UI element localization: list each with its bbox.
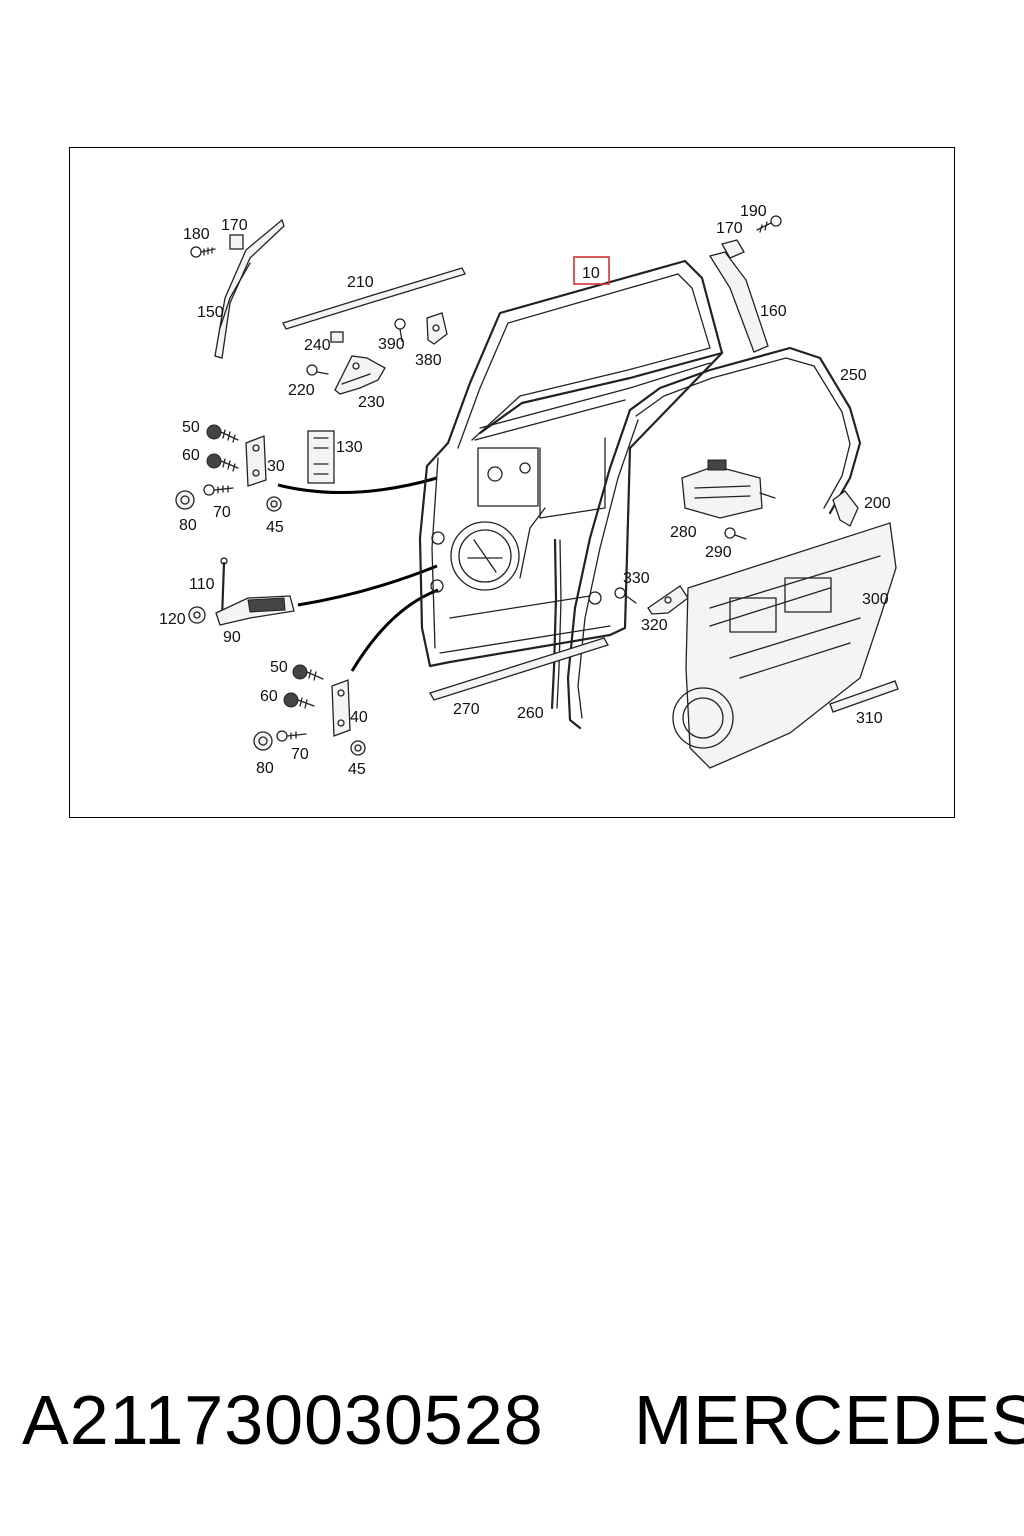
screw-290 bbox=[724, 527, 747, 540]
arrow-lower-hinge bbox=[350, 588, 439, 672]
callout-320: 320 bbox=[641, 617, 668, 634]
door-exploded-view-diagram: 10 30 40 45 45 50 50 60 60 70 70 80 80 9… bbox=[159, 203, 899, 778]
trim-strip-150 bbox=[214, 218, 285, 359]
callout-240: 240 bbox=[304, 337, 331, 354]
nut-45-lower bbox=[350, 740, 366, 756]
weatherstrip-260 bbox=[550, 538, 562, 710]
callout-310: 310 bbox=[856, 710, 883, 727]
callout-250: 250 bbox=[840, 367, 867, 384]
moulding-210 bbox=[282, 267, 466, 330]
callout-330: 330 bbox=[623, 570, 650, 587]
pin-110 bbox=[220, 557, 228, 620]
callout-280: 280 bbox=[670, 524, 697, 541]
bracket-320 bbox=[647, 585, 689, 615]
screw-190 bbox=[756, 215, 782, 233]
bracket-380 bbox=[426, 312, 448, 345]
bolt-60-upper bbox=[206, 453, 239, 472]
callout-180: 180 bbox=[183, 226, 210, 243]
callout-70-lower: 70 bbox=[291, 746, 309, 763]
screw-180 bbox=[190, 246, 216, 258]
clip-170-right bbox=[721, 239, 745, 259]
callout-10: 10 bbox=[582, 265, 600, 282]
nut-45-upper bbox=[266, 496, 282, 512]
nut-80-upper bbox=[175, 490, 195, 510]
callout-110: 110 bbox=[189, 576, 215, 593]
callout-210: 210 bbox=[347, 274, 374, 291]
screw-330 bbox=[614, 587, 637, 604]
callout-50-lower: 50 bbox=[270, 659, 288, 676]
sill-moulding-270 bbox=[429, 637, 609, 701]
callout-390: 390 bbox=[378, 336, 405, 353]
callout-120: 120 bbox=[159, 611, 186, 628]
callout-45-lower: 45 bbox=[348, 761, 366, 778]
seal-130 bbox=[307, 430, 335, 484]
callout-380: 380 bbox=[415, 352, 442, 369]
clip-170-left bbox=[229, 234, 244, 250]
parts-diagram-frame: 10 30 40 45 45 50 50 60 60 70 70 80 80 9… bbox=[69, 147, 955, 818]
callout-60-upper: 60 bbox=[182, 447, 200, 464]
nut-80-lower bbox=[253, 731, 273, 751]
door-trim-panel-300 bbox=[672, 522, 897, 769]
lock-module-280 bbox=[681, 459, 776, 519]
screw-390 bbox=[394, 318, 406, 342]
callout-130: 130 bbox=[336, 439, 363, 456]
arrow-upper-hinge bbox=[277, 476, 438, 494]
bracket-230 bbox=[334, 355, 386, 395]
clip-240 bbox=[330, 331, 344, 343]
callout-50-upper: 50 bbox=[182, 419, 200, 436]
callout-170-left: 170 bbox=[221, 217, 248, 234]
callout-80-upper: 80 bbox=[179, 517, 197, 534]
highlight-box-10 bbox=[573, 256, 610, 285]
speaker-cover-200 bbox=[832, 490, 859, 527]
callout-220: 220 bbox=[288, 382, 315, 399]
callout-270: 270 bbox=[453, 701, 480, 718]
bolt-60-lower bbox=[283, 692, 315, 709]
callout-150: 150 bbox=[197, 304, 224, 321]
callout-190: 190 bbox=[740, 203, 767, 220]
bolt-50-lower bbox=[292, 664, 324, 681]
hinge-30 bbox=[245, 435, 267, 487]
callout-230: 230 bbox=[358, 394, 385, 411]
brand-name: MERCEDES bbox=[634, 1381, 1024, 1459]
callout-30: 30 bbox=[267, 458, 285, 475]
callout-60-lower: 60 bbox=[260, 688, 278, 705]
callout-300: 300 bbox=[862, 591, 889, 608]
callout-200: 200 bbox=[864, 495, 891, 512]
screw-70-lower bbox=[276, 730, 307, 742]
washer-120 bbox=[188, 606, 206, 624]
bolt-50-upper bbox=[206, 424, 239, 443]
part-number: A211730030528 bbox=[22, 1381, 544, 1459]
callout-90: 90 bbox=[223, 629, 241, 646]
door-seal-250 bbox=[566, 346, 862, 730]
channel-trim-160 bbox=[708, 251, 769, 353]
callout-260: 260 bbox=[517, 705, 544, 722]
callout-290: 290 bbox=[705, 544, 732, 561]
screw-220 bbox=[306, 364, 329, 376]
rod-310 bbox=[829, 680, 899, 713]
door-check-90 bbox=[215, 595, 295, 626]
callout-40: 40 bbox=[350, 709, 368, 726]
part-caption: A211730030528 MERCEDES bbox=[22, 1380, 1024, 1460]
callout-70-upper: 70 bbox=[213, 504, 231, 521]
hinge-40 bbox=[331, 679, 351, 737]
callout-170-right: 170 bbox=[716, 220, 743, 237]
callout-160: 160 bbox=[760, 303, 787, 320]
callout-80-lower: 80 bbox=[256, 760, 274, 777]
callout-45-upper: 45 bbox=[266, 519, 284, 536]
door-shell-10 bbox=[418, 259, 724, 668]
screw-70-upper bbox=[203, 484, 234, 496]
